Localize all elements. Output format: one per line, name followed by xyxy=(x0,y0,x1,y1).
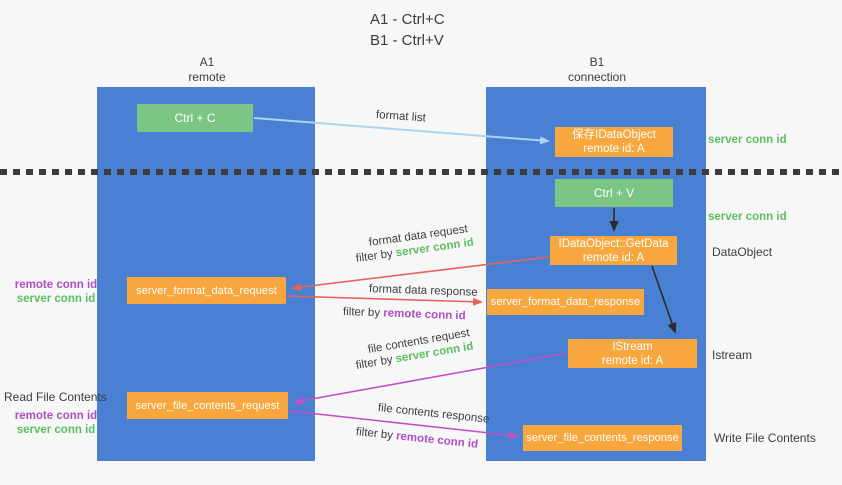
column-header-b1: B1 connection xyxy=(547,55,647,85)
arrow-file-contents-response xyxy=(289,410,519,440)
node-getdata-line1: IDataObject::GetData xyxy=(558,237,669,250)
node-save-idataobject-line1: 保存IDataObject xyxy=(572,129,656,141)
arrow-format-list xyxy=(253,117,550,145)
node-ctrl-c: Ctrl + C xyxy=(137,104,253,132)
left-server-conn-id-1: server conn id xyxy=(16,293,96,305)
column-b1-subtitle: connection xyxy=(567,70,627,84)
node-save-idataobject-line2: remote id: A xyxy=(583,143,645,155)
column-header-a1: A1 remote xyxy=(157,55,257,85)
title-line-1: A1 - Ctrl+C xyxy=(370,11,445,28)
node-server-file-contents-response: server_file_contents_response xyxy=(523,425,682,451)
node-ctrl-v: Ctrl + V xyxy=(555,179,673,207)
diagram-title: A1 - Ctrl+C B1 - Ctrl+V xyxy=(370,9,445,51)
arrow-getdata-to-istream xyxy=(651,265,677,334)
node-server-format-data-response: server_format_data_response xyxy=(487,289,644,315)
node-save-idataobject: 保存IDataObject remote id: A xyxy=(555,127,673,157)
node-istream-line1: IStream xyxy=(612,340,653,353)
column-a1-subtitle: remote xyxy=(188,70,226,84)
node-getdata-line2: remote id: A xyxy=(582,251,645,264)
title-line-2: B1 - Ctrl+V xyxy=(370,32,444,49)
column-a1-name: A1 xyxy=(199,55,215,69)
arrow-format-data-request xyxy=(291,256,550,292)
node-idataobject-getdata: IDataObject::GetData remote id: A xyxy=(550,236,677,265)
right-label-istream: Istream xyxy=(712,348,753,362)
right-label-server-conn-id-mid: server conn id xyxy=(708,211,787,223)
left-remote-conn-id-2: remote conn id xyxy=(14,410,98,422)
right-label-dataobject: DataObject xyxy=(712,245,773,259)
node-server-format-data-request: server_format_data_request xyxy=(127,277,286,304)
left-remote-conn-id-1: remote conn id xyxy=(14,279,98,291)
filter-by-prefix: filter by xyxy=(342,306,384,320)
left-conn-id-group-1: remote conn id server conn id xyxy=(14,278,98,306)
divider-dotted-line xyxy=(0,169,842,175)
left-server-conn-id-2: server conn id xyxy=(16,424,96,436)
right-label-write-file-contents: Write File Contents xyxy=(714,431,816,445)
node-istream: IStream remote id: A xyxy=(568,339,697,368)
left-conn-id-group-2: remote conn id server conn id xyxy=(14,409,98,437)
node-istream-line2: remote id: A xyxy=(601,354,664,367)
left-label-read-file-contents: Read File Contents xyxy=(4,390,107,404)
arrow-format-data-response xyxy=(285,295,483,306)
column-b1-name: B1 xyxy=(589,55,605,69)
node-server-file-contents-request: server_file_contents_request xyxy=(127,392,288,419)
right-label-server-conn-id-top: server conn id xyxy=(708,134,787,146)
arrow-file-contents-request xyxy=(293,352,568,405)
